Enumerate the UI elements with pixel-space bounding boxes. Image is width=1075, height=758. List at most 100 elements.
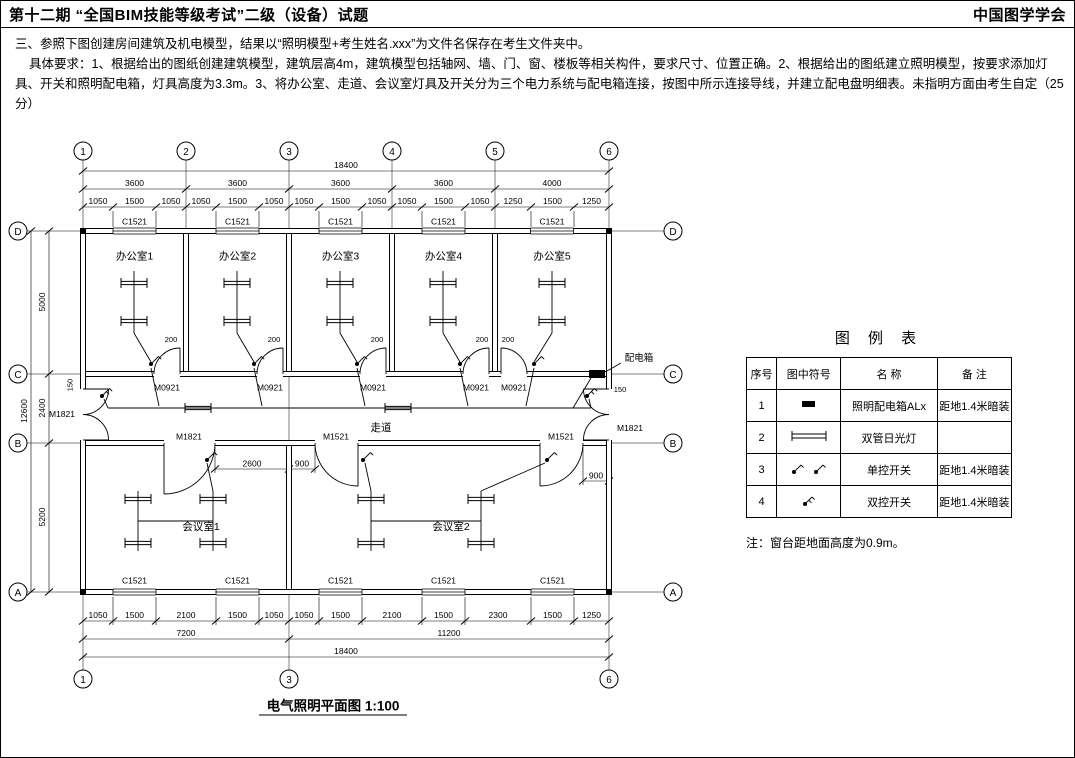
room-label: 办公室3 <box>322 250 359 263</box>
window-label: C1521 <box>122 576 147 586</box>
dim-label: 18400 <box>334 646 358 656</box>
dim-label: 1050 <box>368 196 387 206</box>
dim-label: 1050 <box>162 196 181 206</box>
window-label: C1521 <box>122 217 147 227</box>
dim-label: 1500 <box>434 610 453 620</box>
dim-label: 1500 <box>228 196 247 206</box>
room-label: 走道 <box>371 421 392 434</box>
dim-label: 1500 <box>543 196 562 206</box>
legend-no: 2 <box>745 421 778 454</box>
door-label: M0921 <box>360 383 386 393</box>
dim-label: 3600 <box>434 178 453 188</box>
legend-note-cell: 距地1.4米暗装 <box>936 389 1013 422</box>
room-label: 办公室5 <box>533 250 570 263</box>
window-label: C1521 <box>540 576 565 586</box>
lighting-panel-icon <box>776 389 842 422</box>
dim-label: 1500 <box>543 610 562 620</box>
axis-label: 6 <box>606 147 612 158</box>
legend-note-cell: 距地1.4米暗装 <box>936 485 1013 518</box>
room-label: 办公室1 <box>116 250 153 263</box>
axis-label: 3 <box>286 147 292 158</box>
legend-no: 3 <box>745 453 778 486</box>
plan-labels: 1 2 3 4 5 6 1 3 6 D C B A D C B A 18400 … <box>14 147 676 714</box>
offset-label: 200 <box>476 335 489 344</box>
legend-name: 单控开关 <box>840 453 938 486</box>
dim-label: 1500 <box>125 196 144 206</box>
door-symbols <box>79 347 613 495</box>
dim-label: 1050 <box>295 196 314 206</box>
two-way-switch-icon <box>776 485 842 518</box>
legend-name: 双控开关 <box>840 485 938 518</box>
dim-label: 1050 <box>89 610 108 620</box>
legend-header: 名 称 <box>840 357 938 390</box>
window-label: C1521 <box>328 576 353 586</box>
room-label: 办公室4 <box>425 250 462 263</box>
dim-label: 1250 <box>582 610 601 620</box>
exam-title: 第十二期 “全国BIM技能等级考试”二级（设备）试题 <box>9 7 369 24</box>
instruction-intro: 三、参照下图创建房间建筑及机电模型，结果以“照明模型+考生姓名.xxx”为文件名… <box>15 37 591 51</box>
offset-label: 150 <box>66 379 75 392</box>
room-label: 办公室2 <box>219 250 256 263</box>
door-label: M0921 <box>257 383 283 393</box>
dim-label: 2100 <box>383 610 402 620</box>
axis-label: D <box>669 227 676 238</box>
dim-label: 3600 <box>331 178 350 188</box>
dim-label: 5200 <box>37 507 47 526</box>
offset-label: 200 <box>502 335 515 344</box>
organization-name: 中国图学学会 <box>972 7 1066 24</box>
dim-label: 900 <box>589 471 603 481</box>
legend-row: 1 照明配电箱ALx 距地1.4米暗装 <box>745 389 1013 422</box>
dim-label: 1500 <box>331 196 350 206</box>
dim-label: 2600 <box>243 459 262 469</box>
door-label: M0921 <box>463 383 489 393</box>
dim-label: 1500 <box>228 610 247 620</box>
instruction-details: 具体要求：1、根据给出的图纸创建建筑模型，建筑层高4m，建筑模型包括轴网、墙、门… <box>15 57 1064 111</box>
door-label: M1521 <box>548 432 574 442</box>
instructions: 三、参照下图创建房间建筑及机电模型，结果以“照明模型+考生姓名.xxx”为文件名… <box>15 34 1064 114</box>
legend-title: 图 例 表 <box>834 330 924 347</box>
dim-label: 5000 <box>37 292 47 311</box>
axis-label: B <box>670 439 677 450</box>
window-label: C1521 <box>328 217 353 227</box>
dim-label: 1050 <box>398 196 417 206</box>
door-label: M1821 <box>617 423 643 433</box>
dim-label: 3600 <box>125 178 144 188</box>
axis-label: C <box>669 370 676 381</box>
legend-no: 4 <box>745 485 778 518</box>
axis-label: 1 <box>80 675 86 686</box>
legend-header: 序号 <box>745 357 778 390</box>
offset-label: 200 <box>268 335 281 344</box>
legend-panel: 图 例 表 序号 图中符号 名 称 备 注 1 照明配电箱ALx 距地1.4米暗… <box>745 327 1013 551</box>
offset-label: 150 <box>614 385 627 394</box>
dim-label: 3600 <box>228 178 247 188</box>
axis-label: D <box>14 227 21 238</box>
dim-label: 1500 <box>331 610 350 620</box>
axis-label: B <box>15 439 22 450</box>
header: 第十二期 “全国BIM技能等级考试”二级（设备）试题 中国图学学会 <box>9 4 1066 25</box>
offset-label: 200 <box>371 335 384 344</box>
axis-label: A <box>670 588 677 599</box>
dimension-lines <box>26 167 614 661</box>
dim-label: 1050 <box>265 610 284 620</box>
door-label: M0921 <box>501 383 527 393</box>
legend-row: 4 双控开关 距地1.4米暗装 <box>745 485 1013 518</box>
door-label: M1521 <box>323 432 349 442</box>
room-label: 会议室1 <box>182 520 219 533</box>
double-tube-light-icon <box>776 421 842 454</box>
walls-outer <box>80 228 612 595</box>
dim-label: 1500 <box>434 196 453 206</box>
dim-label: 1050 <box>265 196 284 206</box>
legend-header: 图中符号 <box>776 357 842 390</box>
window-label: C1521 <box>225 576 250 586</box>
dim-label: 1050 <box>192 196 211 206</box>
axis-label: 1 <box>80 147 86 158</box>
dim-label: 1250 <box>504 196 523 206</box>
offset-label: 200 <box>165 335 178 344</box>
dim-label: 2400 <box>37 398 47 417</box>
drawing-title: 电气照明平面图 1:100 <box>267 698 400 714</box>
legend-header: 备 注 <box>936 357 1013 390</box>
axis-label: 2 <box>183 147 189 158</box>
axis-label: 5 <box>492 147 498 158</box>
axis-bubbles <box>8 141 683 689</box>
